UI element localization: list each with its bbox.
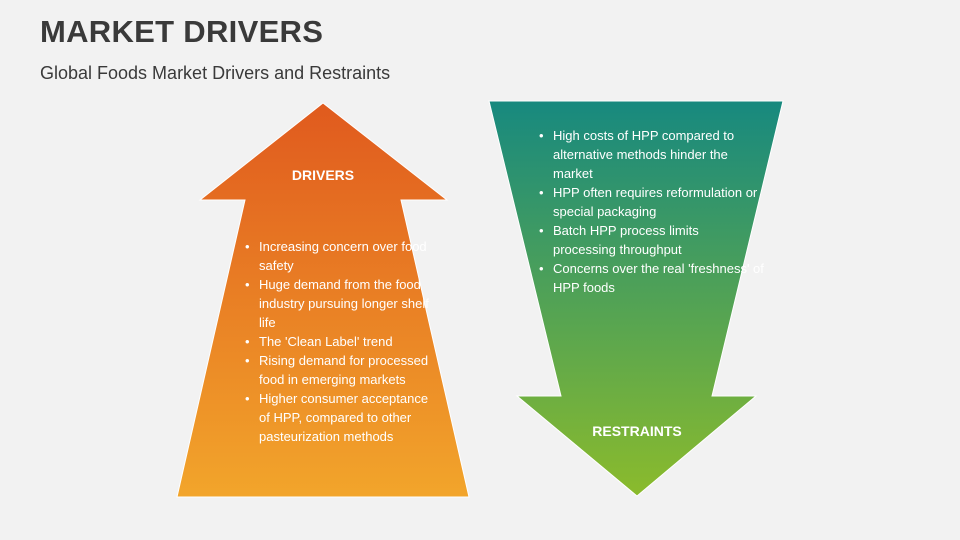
drivers-label: DRIVERS [291, 167, 355, 183]
driver-bullet: Rising demand for processed food in emer… [241, 351, 431, 389]
driver-bullet: Higher consumer acceptance of HPP, compa… [241, 389, 431, 446]
restraints-list: High costs of HPP compared to alternativ… [535, 126, 765, 297]
restraint-bullet: Batch HPP process limits processing thro… [535, 221, 765, 259]
driver-bullet: Increasing concern over food safety [241, 237, 431, 275]
restraint-bullet: High costs of HPP compared to alternativ… [535, 126, 765, 183]
driver-bullet: The 'Clean Label' trend [241, 332, 431, 351]
driver-bullet: Huge demand from the food industry pursu… [241, 275, 431, 332]
restraints-label: RESTRAINTS [592, 423, 682, 439]
page-subtitle: Global Foods Market Drivers and Restrain… [40, 63, 391, 83]
drivers-list: Increasing concern over food safetyHuge … [241, 237, 431, 446]
page-title: MARKET DRIVERS [40, 14, 324, 49]
restraint-bullet: Concerns over the real 'freshness' of HP… [535, 259, 765, 297]
restraint-bullet: HPP often requires reformulation or spec… [535, 183, 765, 221]
